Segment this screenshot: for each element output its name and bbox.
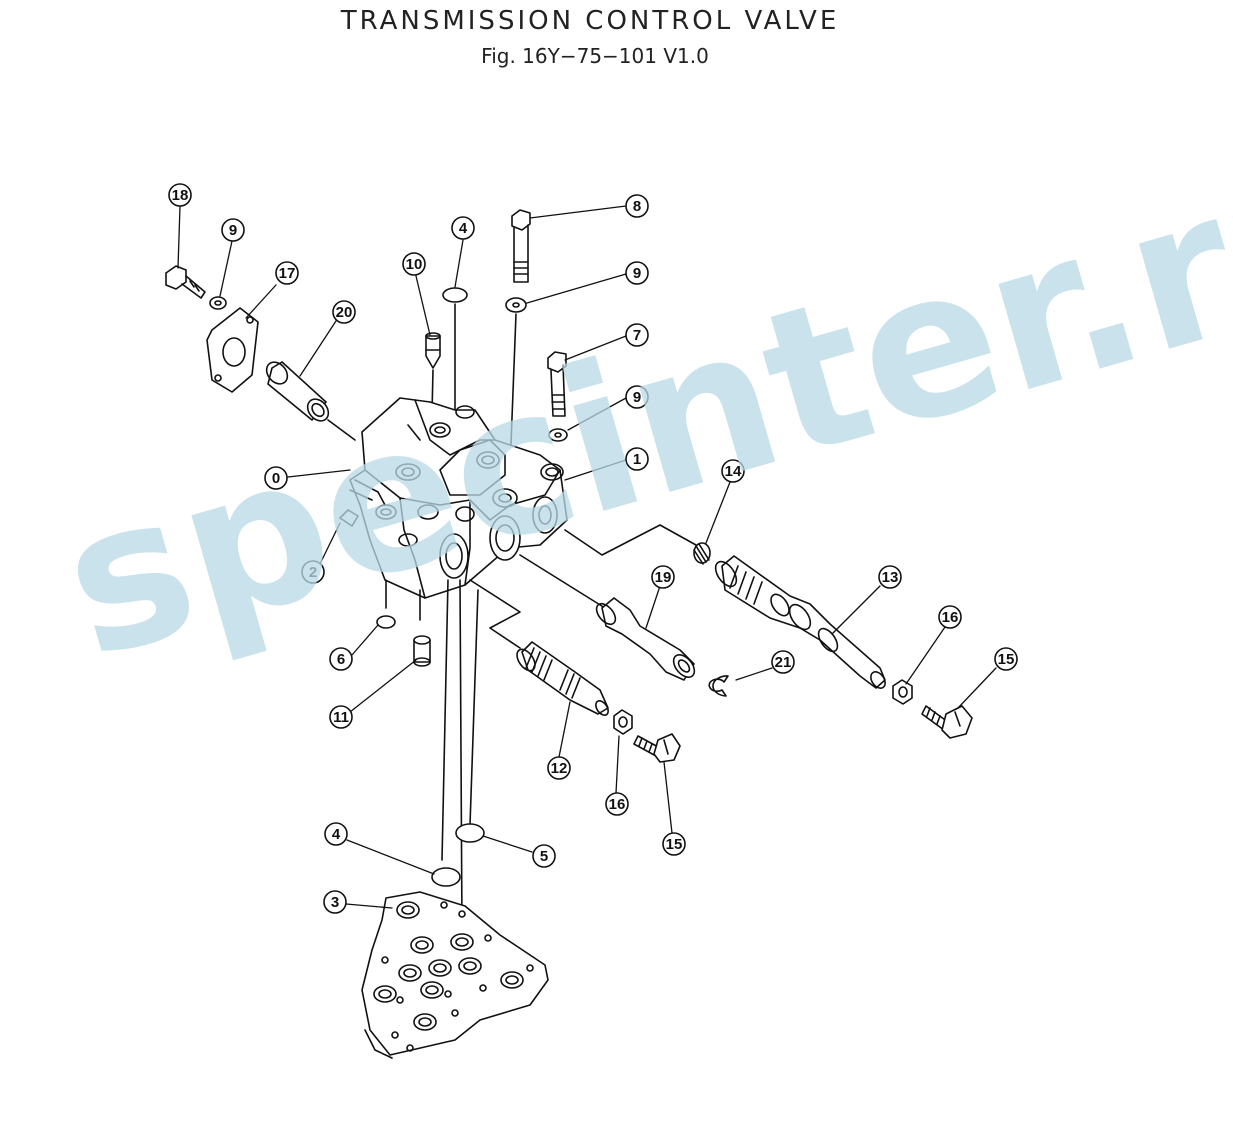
svg-text:16: 16 [942, 609, 959, 626]
svg-text:2: 2 [309, 564, 317, 581]
callout-0: 0 [264, 466, 288, 490]
callout-18: 18 [168, 183, 192, 207]
callout-19: 19 [651, 565, 675, 589]
callout-9: 9 [625, 385, 649, 409]
callout-16: 16 [938, 605, 962, 629]
part-20-sleeve [265, 361, 330, 422]
part-3-plate [361, 891, 549, 1059]
part-15-screw [633, 733, 681, 763]
svg-text:11: 11 [333, 709, 349, 726]
part-21-snap-ring [708, 675, 729, 697]
part-4-oring [442, 287, 468, 303]
svg-text:18: 18 [172, 187, 189, 204]
figure-number: Fig. 16Y−75−101 V1.0 [481, 44, 709, 68]
part-4-oring [431, 867, 461, 887]
part-2-pin [339, 509, 359, 527]
svg-text:1: 1 [633, 451, 641, 468]
part-10-plug [425, 332, 441, 369]
svg-text:15: 15 [666, 836, 683, 853]
svg-text:9: 9 [633, 389, 641, 406]
svg-text:9: 9 [229, 222, 237, 239]
callout-4: 4 [451, 216, 475, 240]
callout-9: 9 [625, 261, 649, 285]
svg-text:9: 9 [633, 265, 641, 282]
callout-16: 16 [605, 792, 629, 816]
callout-4: 4 [324, 822, 348, 846]
svg-text:12: 12 [551, 760, 568, 777]
svg-text:15: 15 [998, 651, 1015, 668]
callout-11: 11 [329, 705, 353, 729]
part-16-nut [613, 709, 633, 735]
callout-15: 15 [662, 832, 686, 856]
svg-text:10: 10 [406, 256, 423, 273]
part-8-bolt [511, 209, 531, 283]
callout-14: 14 [721, 459, 745, 483]
part-12-spool [516, 641, 609, 716]
callout-1: 1 [625, 447, 649, 471]
svg-text:14: 14 [725, 463, 742, 480]
callout-12: 12 [547, 756, 571, 780]
part-9-washer [505, 297, 527, 313]
svg-text:20: 20 [336, 304, 353, 321]
part-14-spring [693, 542, 711, 565]
part-9-washer [548, 428, 568, 442]
svg-text:21: 21 [775, 654, 792, 671]
part-11-plug [413, 635, 431, 667]
part-18-bolt [165, 265, 206, 299]
part-19-piston [595, 597, 696, 681]
callout-13: 13 [878, 565, 902, 589]
callout-3: 3 [323, 890, 347, 914]
svg-text:4: 4 [459, 220, 468, 237]
svg-text:16: 16 [609, 796, 626, 813]
svg-text:7: 7 [633, 327, 641, 344]
part-5-oring [455, 823, 485, 843]
svg-text:17: 17 [279, 265, 296, 282]
part-6-oring [376, 615, 396, 629]
callout-5: 5 [532, 844, 556, 868]
svg-text:0: 0 [272, 470, 280, 487]
part-15-screw [921, 705, 973, 739]
callout-20: 20 [332, 300, 356, 324]
callout-7: 7 [625, 323, 649, 347]
callout-15: 15 [994, 647, 1018, 671]
callout-6: 6 [329, 647, 353, 671]
part-13-spool [714, 555, 886, 689]
callout-8: 8 [625, 194, 649, 218]
callout-9: 9 [221, 218, 245, 242]
callout-10: 10 [402, 252, 426, 276]
svg-text:8: 8 [633, 198, 641, 215]
callout-17: 17 [275, 261, 299, 285]
valve-body [349, 397, 568, 599]
svg-text:3: 3 [331, 894, 339, 911]
svg-text:19: 19 [655, 569, 672, 586]
callout-2: 2 [301, 560, 325, 584]
part-9-washer [209, 296, 227, 310]
page-title: TRANSMISSION CONTROL VALVE [340, 6, 840, 36]
svg-text:6: 6 [337, 651, 345, 668]
svg-text:5: 5 [540, 848, 548, 865]
part-16-nut [892, 679, 913, 705]
callout-21: 21 [771, 650, 795, 674]
svg-text:13: 13 [882, 569, 899, 586]
svg-text:4: 4 [332, 826, 341, 843]
part-7-bolt [547, 351, 567, 417]
part-17-flange [206, 307, 259, 393]
